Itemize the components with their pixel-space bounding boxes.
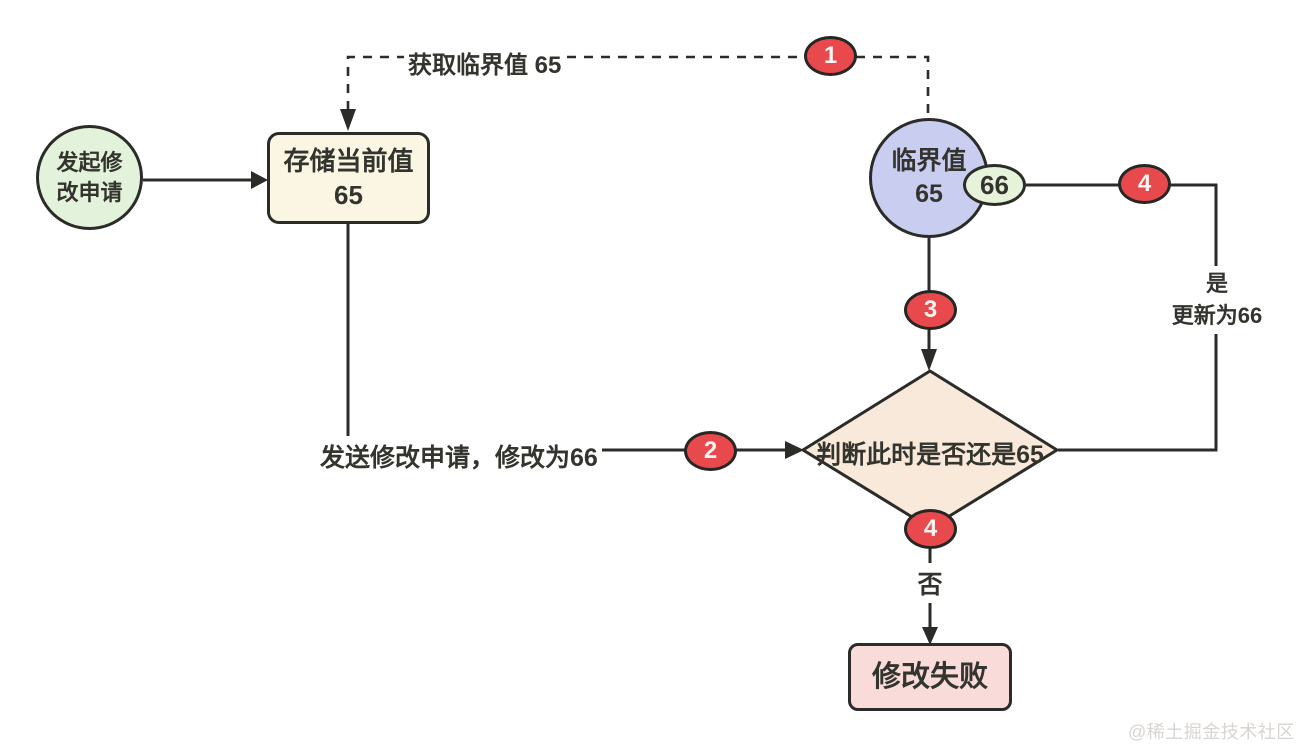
arrowhead-into-decision-top bbox=[921, 349, 937, 371]
step-badge-2: 2 bbox=[684, 431, 737, 471]
arrowhead-into-store-top bbox=[340, 109, 356, 131]
edge-label-send-modify-request: 发送修改申请，修改为66 bbox=[316, 436, 602, 476]
step-badge-3: 3 bbox=[904, 290, 957, 330]
node-new-value-66: 66 bbox=[963, 164, 1026, 206]
watermark-juejin-community: @稀土掘金技术社区 bbox=[1128, 722, 1295, 742]
arrowhead-into-fail-top bbox=[922, 627, 938, 645]
step-badge-1: 1 bbox=[804, 36, 857, 76]
node-start-request: 发起修 改申请 bbox=[36, 125, 143, 230]
edge-label-yes-update-66: 是 更新为66 bbox=[1160, 266, 1274, 334]
edge-label-fetch-critical-value: 获取临界值 65 bbox=[404, 43, 566, 82]
decision-diamond-label: 判断此时是否还是65 bbox=[816, 441, 1044, 469]
node-store-current-value: 存储当前值 65 bbox=[267, 132, 430, 224]
arrowhead-into-decision-left bbox=[785, 441, 804, 459]
step-badge-4-bottom: 4 bbox=[904, 509, 957, 549]
edge-send-to-decision bbox=[346, 224, 786, 452]
step-badge-4-top: 4 bbox=[1118, 164, 1171, 204]
edge-fetch-dashed bbox=[346, 55, 930, 116]
edge-label-no: 否 bbox=[912, 563, 948, 603]
node-modify-failed: 修改失败 bbox=[848, 643, 1012, 711]
arrowhead-into-store-left bbox=[251, 171, 268, 189]
